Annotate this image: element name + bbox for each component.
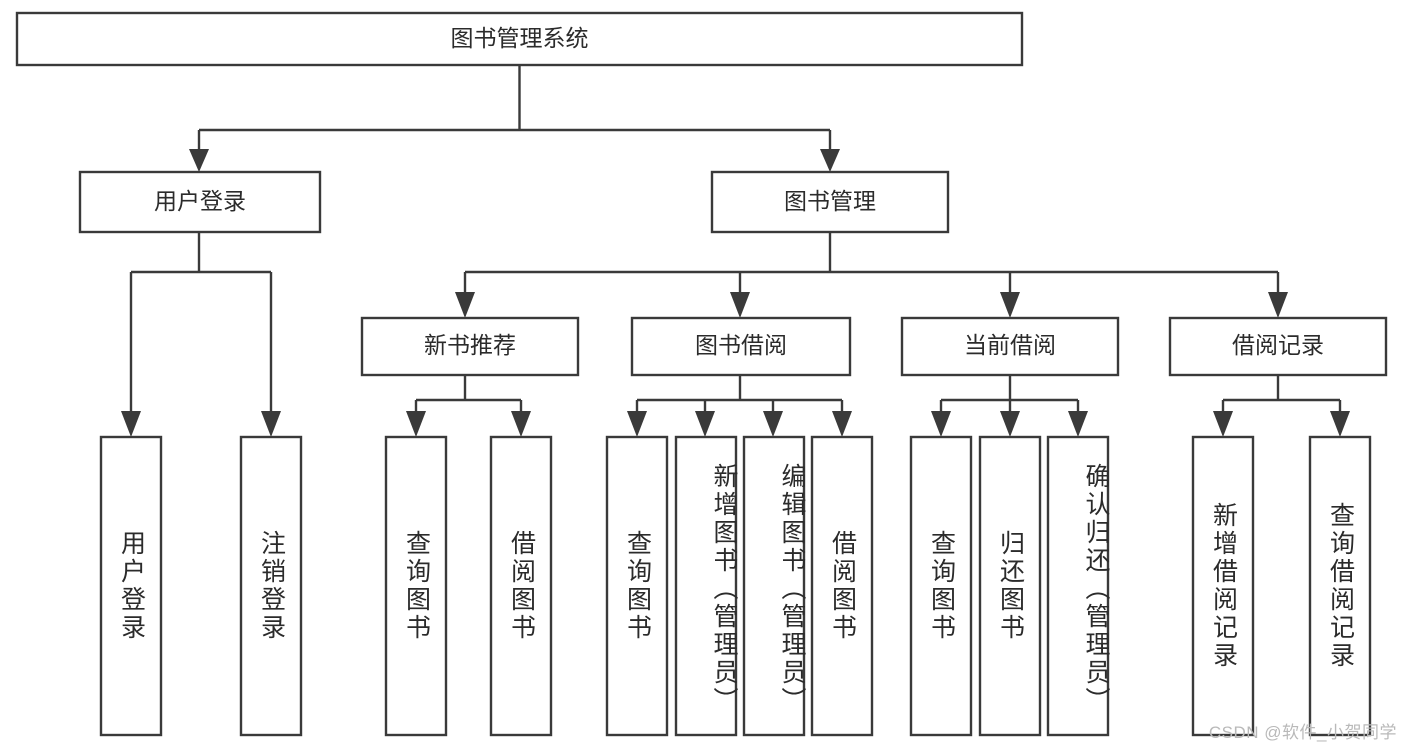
- arrow-head-leaf-query-record: [1330, 411, 1350, 437]
- node-borrow-record-box[interactable]: [1168, 316, 1388, 377]
- leaf-add-record-label: 新增借阅记录: [1209, 502, 1238, 670]
- leaf-confirm-return-label: 确认归还（管理员）: [1082, 463, 1110, 715]
- node-borrow-record-label: 借阅记录: [1232, 332, 1324, 358]
- node-book-borrow-box[interactable]: [630, 316, 852, 377]
- node-new-book-recommend[interactable]: 新书推荐: [360, 316, 580, 377]
- arrow-head-leaf-query-book-2: [627, 411, 647, 437]
- arrow-head-book-management: [820, 149, 840, 172]
- arrow-head-leaf-user-login: [121, 411, 141, 437]
- node-book-management-label: 图书管理: [784, 188, 876, 214]
- node-book-management[interactable]: 图书管理: [710, 170, 950, 234]
- arrow-head-book-borrow: [730, 292, 750, 318]
- leaf-query-book-3-label: 查询图书: [927, 530, 956, 642]
- node-current-borrow[interactable]: 当前借阅: [900, 316, 1120, 377]
- leaf-logout-login-label: 注销登录: [257, 530, 286, 642]
- arrow-head-leaf-confirm-return: [1068, 411, 1088, 437]
- node-user-login[interactable]: 用户登录: [78, 170, 322, 234]
- connector-group: [121, 65, 1350, 437]
- leaf-add-book-label: 新增图书（管理员）: [710, 463, 738, 715]
- arrow-head-leaf-query-book-1: [406, 411, 426, 437]
- arrow-head-leaf-add-record: [1213, 411, 1233, 437]
- arrow-head-current-borrow: [1000, 292, 1020, 318]
- arrow-head-leaf-borrow-book-2: [832, 411, 852, 437]
- node-new-book-recommend-box[interactable]: [360, 316, 580, 377]
- leaf-edit-book-box[interactable]: [742, 435, 806, 737]
- node-user-login-box[interactable]: [78, 170, 322, 234]
- arrow-head-borrow-record: [1268, 292, 1288, 318]
- leaf-borrow-book-2-label: 借阅图书: [828, 530, 857, 642]
- leaf-confirm-return-box[interactable]: [1046, 435, 1110, 737]
- arrow-head-user-login: [189, 149, 209, 172]
- node-book-borrow[interactable]: 图书借阅: [630, 316, 852, 377]
- leaf-query-book-1-label: 查询图书: [402, 530, 431, 642]
- leaf-edit-book-label: 编辑图书（管理员）: [778, 463, 806, 715]
- arrow-head-leaf-return-book: [1000, 411, 1020, 437]
- node-current-borrow-box[interactable]: [900, 316, 1120, 377]
- arrow-head-leaf-add-book: [695, 411, 715, 437]
- node-root[interactable]: 图书管理系统: [15, 11, 1024, 67]
- node-book-borrow-label: 图书借阅: [695, 332, 787, 358]
- leaf-logout-login-box[interactable]: [239, 435, 303, 737]
- leaf-borrow-book-1-label: 借阅图书: [507, 530, 536, 642]
- leaf-box-group: [99, 435, 1372, 737]
- leaf-return-book-label: 归还图书: [996, 530, 1025, 642]
- node-book-management-box[interactable]: [710, 170, 950, 234]
- leaf-user-login-label: 用户登录: [117, 530, 146, 642]
- node-user-login-label: 用户登录: [154, 188, 246, 214]
- leaf-borrow-book-2-box[interactable]: [810, 435, 874, 737]
- node-borrow-record[interactable]: 借阅记录: [1168, 316, 1388, 377]
- node-root-box[interactable]: [15, 11, 1024, 67]
- arrow-head-new-book-recommend: [455, 292, 475, 318]
- arrow-head-leaf-query-book-3: [931, 411, 951, 437]
- node-new-book-recommend-label: 新书推荐: [424, 332, 516, 358]
- leaf-query-book-3-box[interactable]: [909, 435, 973, 737]
- watermark-text: CSDN @软件_小贺同学: [1208, 723, 1397, 742]
- arrow-head-leaf-borrow-book-1: [511, 411, 531, 437]
- leaf-query-book-1-box[interactable]: [384, 435, 448, 737]
- node-current-borrow-label: 当前借阅: [964, 332, 1056, 358]
- leaf-add-record-box[interactable]: [1191, 435, 1255, 737]
- arrow-head-leaf-logout-login: [261, 411, 281, 437]
- leaf-query-book-2-box[interactable]: [605, 435, 669, 737]
- leaf-query-book-2-label: 查询图书: [623, 530, 652, 642]
- leaf-user-login-box[interactable]: [99, 435, 163, 737]
- node-root-label: 图书管理系统: [451, 25, 589, 51]
- leaf-return-book-box[interactable]: [978, 435, 1042, 737]
- leaf-borrow-book-1-box[interactable]: [489, 435, 553, 737]
- leaf-query-record-label: 查询借阅记录: [1326, 502, 1355, 670]
- leaf-query-record-box[interactable]: [1308, 435, 1372, 737]
- leaf-add-book-box[interactable]: [674, 435, 738, 737]
- arrow-head-leaf-edit-book: [763, 411, 783, 437]
